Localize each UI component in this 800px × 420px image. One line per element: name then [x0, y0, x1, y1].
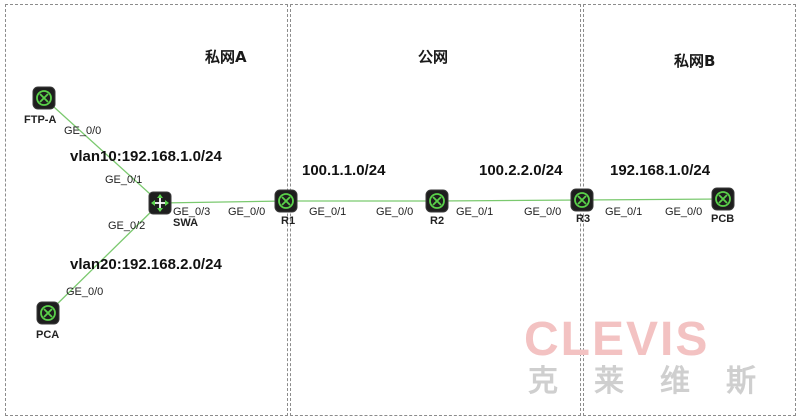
port-label-r1-ge0-0: GE_0/0: [228, 206, 266, 218]
link-swa-r1: [159, 200, 287, 204]
pcb-router-icon[interactable]: [711, 187, 735, 211]
zone-private-b-title: 私网B: [674, 52, 716, 70]
port-label-swa-ge0-1: GE_0/1: [105, 174, 143, 186]
port-label-r2-ge0-1: GE_0/1: [456, 206, 494, 218]
device-label-pcb: PCB: [711, 213, 735, 225]
pca-router-icon[interactable]: [36, 301, 60, 325]
device-label-swa: SWA: [173, 217, 199, 229]
port-label-pca-ge0-0: GE_0/0: [66, 286, 104, 298]
r2-router-icon[interactable]: [425, 189, 449, 213]
port-label-r3-ge0-0: GE_0/0: [524, 206, 562, 218]
link-r3-pcb: [581, 198, 724, 201]
port-label-pcb-ge0-0: GE_0/0: [665, 206, 703, 218]
device-label-r2: R2: [430, 215, 445, 227]
zone-public-title: 公网: [418, 48, 449, 66]
device-label-pca: PCA: [36, 329, 60, 341]
port-label-r3-ge0-1: GE_0/1: [605, 206, 643, 218]
port-label-r2-ge0-0: GE_0/0: [376, 206, 414, 218]
port-label-r1-ge0-1: GE_0/1: [309, 206, 347, 218]
link-ftpa-swa: [43, 97, 161, 204]
device-label-ftp-a: FTP-A: [24, 114, 57, 126]
ftp-a-router-icon[interactable]: [32, 86, 56, 110]
port-label-swa-ge0-3: GE_0/3: [173, 206, 211, 218]
network-label-r2-r3: 100.2.2.0/24: [479, 162, 563, 179]
r1-router-icon[interactable]: [274, 189, 298, 213]
device-label-r3: R3: [576, 213, 591, 225]
port-label-swa-ge0-2: GE_0/2: [108, 220, 146, 232]
watermark-chinese: 克莱维斯: [528, 364, 792, 399]
swa-switch-icon[interactable]: [148, 191, 172, 215]
network-label-r3-pcb: 192.168.1.0/24: [610, 162, 711, 179]
link-r2-r3: [436, 199, 583, 202]
port-label-ftp-ge0-0: GE_0/0: [64, 125, 102, 137]
watermark-english: CLEVIS: [524, 313, 710, 366]
link-swa-pca: [47, 202, 161, 314]
network-label-vlan20: vlan20:192.168.2.0/24: [70, 256, 222, 273]
zone-private-a-title: 私网A: [205, 48, 247, 66]
r3-router-icon[interactable]: [570, 188, 594, 212]
device-label-r1: R1: [281, 215, 296, 227]
network-label-r1-r2: 100.1.1.0/24: [302, 162, 386, 179]
network-label-vlan10: vlan10:192.168.1.0/24: [70, 148, 222, 165]
